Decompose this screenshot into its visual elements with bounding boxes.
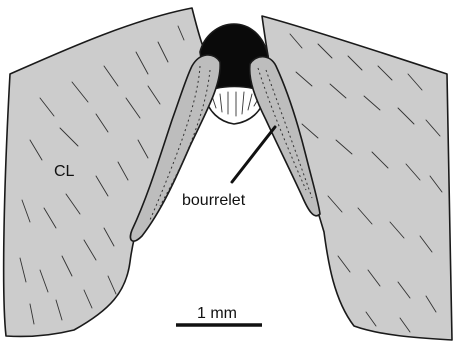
bourrelet-label: bourrelet bbox=[182, 192, 246, 209]
right-lobe bbox=[262, 16, 452, 340]
cl-label: CL bbox=[54, 163, 75, 180]
scale-bar: 1 mm bbox=[176, 305, 262, 325]
bourrelet-leader-line bbox=[232, 127, 275, 182]
scale-bar-label: 1 mm bbox=[197, 305, 237, 322]
